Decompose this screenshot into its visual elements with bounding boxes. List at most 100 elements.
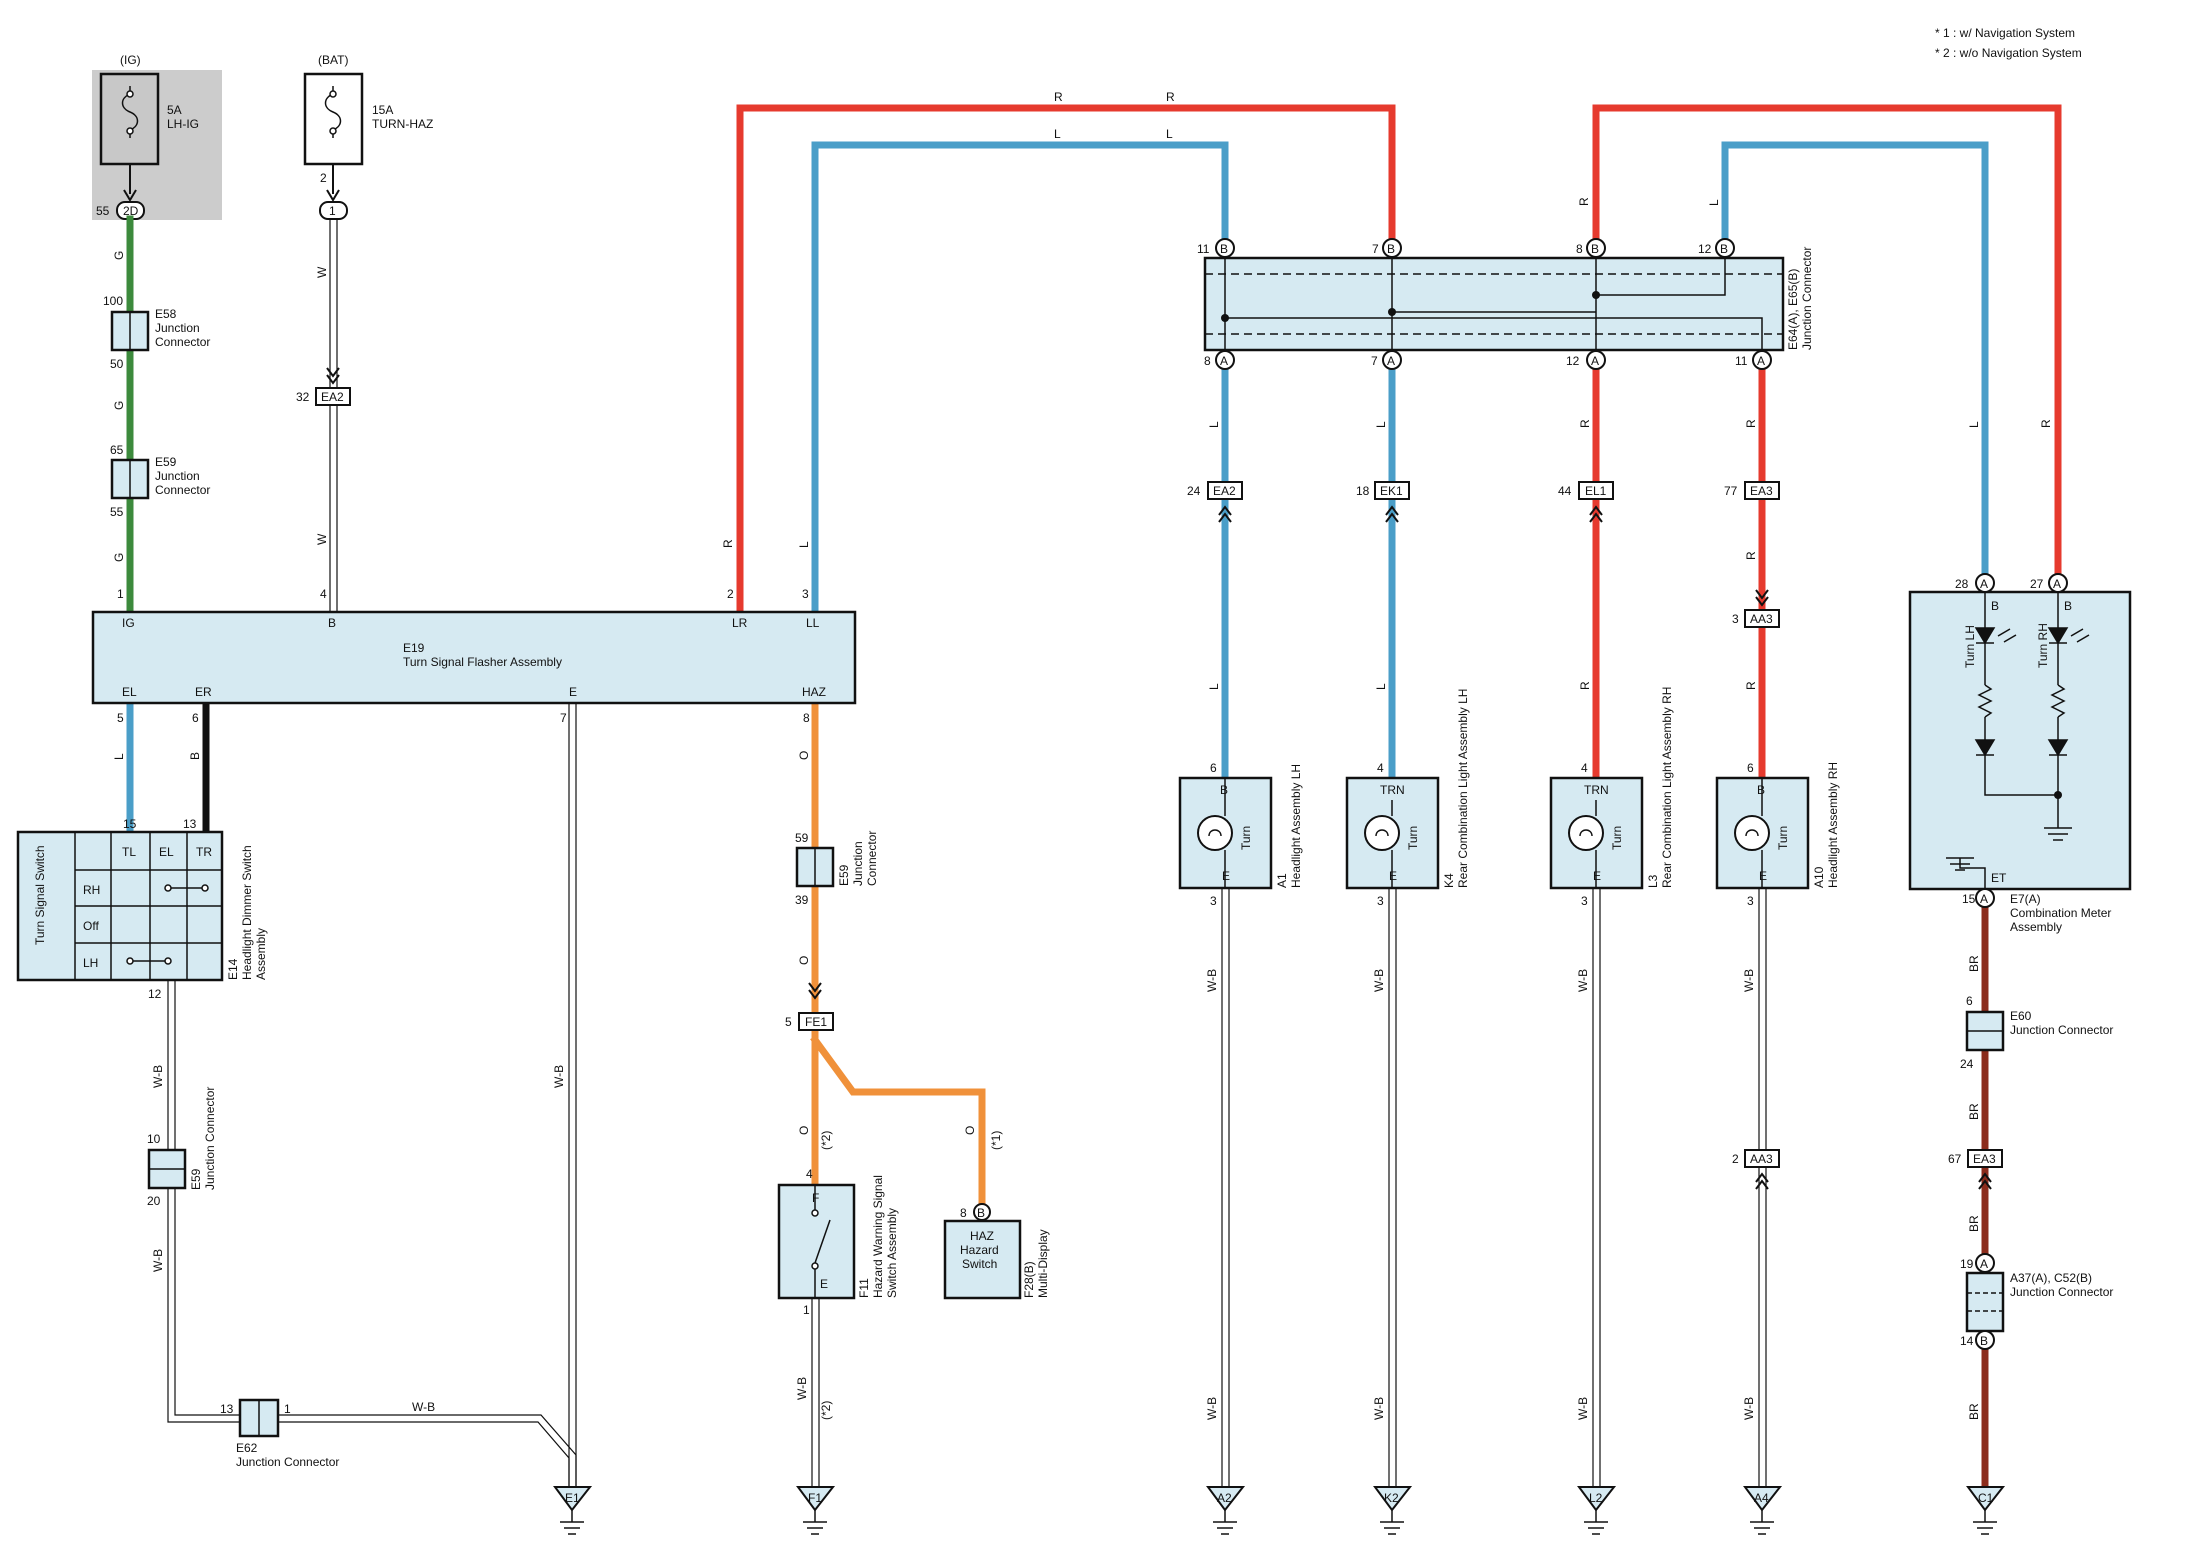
svg-text:HAZ: HAZ	[802, 685, 826, 699]
svg-text:Turn: Turn	[1776, 826, 1790, 850]
lamp-rear-combination-lh: TRN Turn E 4 3 K4 Rear Combination Light…	[1345, 689, 1470, 908]
svg-text:L: L	[1207, 421, 1221, 428]
connector-e59b: 59 39 E59 Junction Connector	[795, 831, 879, 907]
svg-text:B: B	[188, 752, 202, 760]
svg-text:TR: TR	[196, 845, 212, 859]
svg-text:Turn: Turn	[1239, 826, 1253, 850]
bat-fuse-pin: 2	[320, 171, 327, 185]
svg-text:A10: A10	[1812, 866, 1826, 888]
svg-text:4: 4	[1581, 761, 1588, 775]
svg-text:8: 8	[1204, 354, 1211, 368]
ig-fuse-conn-label: 2D	[123, 204, 139, 218]
svg-text:15: 15	[1962, 892, 1976, 906]
svg-text:L: L	[797, 541, 811, 548]
svg-text:Headlight Assembly RH: Headlight Assembly RH	[1826, 762, 1840, 888]
svg-text:A: A	[1387, 354, 1395, 368]
svg-text:B: B	[1387, 242, 1395, 256]
svg-text:W: W	[315, 266, 329, 278]
svg-text:E1: E1	[565, 1491, 580, 1505]
svg-text:A: A	[1980, 892, 1988, 906]
svg-text:39: 39	[795, 893, 809, 907]
svg-text:F28(B): F28(B)	[1022, 1261, 1036, 1298]
svg-text:15: 15	[123, 817, 137, 831]
lamp-headlight-lh: B Turn E 6 3 A1 Headlight Assembly LH	[1178, 761, 1303, 908]
connector-e60: 6 24 E60 Junction Connector	[1960, 994, 2113, 1071]
svg-text:A: A	[1220, 354, 1228, 368]
svg-text:6: 6	[1966, 994, 1973, 1008]
svg-text:4: 4	[1377, 761, 1384, 775]
svg-text:K2: K2	[1384, 1491, 1399, 1505]
ig-fuse-pin: 55	[96, 204, 110, 218]
svg-text:E7(A): E7(A)	[2010, 892, 2041, 906]
svg-text:Combination Meter: Combination Meter	[2010, 906, 2111, 920]
svg-text:3: 3	[1581, 894, 1588, 908]
ig-fuse-icon	[121, 86, 139, 138]
connector-e59a: 65 55 E59 Junction Connector	[110, 443, 210, 519]
note-1: * 1 : w/ Navigation System	[1935, 26, 2075, 40]
wire-w	[329, 219, 338, 612]
svg-text:BR: BR	[1967, 1103, 1981, 1120]
svg-text:A: A	[1980, 1257, 1988, 1271]
svg-text:TRN: TRN	[1584, 783, 1609, 797]
combination-meter: A 28 A 27 B B	[1908, 573, 2132, 934]
svg-text:R: R	[1577, 197, 1591, 206]
svg-text:A: A	[1591, 354, 1599, 368]
svg-text:13: 13	[220, 1402, 234, 1416]
svg-text:Hazard Warning Signal: Hazard Warning Signal	[871, 1175, 885, 1298]
svg-text:18: 18	[1356, 484, 1370, 498]
svg-text:1: 1	[284, 1402, 291, 1416]
svg-text:ER: ER	[195, 685, 212, 699]
bat-supply-label: (BAT)	[318, 53, 348, 67]
ground-l2: L2	[1577, 1486, 1617, 1535]
svg-text:8: 8	[1576, 242, 1583, 256]
svg-text:O: O	[797, 956, 811, 965]
svg-text:O: O	[797, 751, 811, 760]
svg-text:7: 7	[1371, 354, 1378, 368]
svg-text:77: 77	[1724, 484, 1738, 498]
svg-text:W-B: W-B	[151, 1065, 165, 1088]
svg-text:7: 7	[560, 711, 567, 725]
svg-text:Turn Signal Switch: Turn Signal Switch	[33, 845, 47, 945]
connector-ea2-a1: EA2 24	[1187, 481, 1243, 523]
svg-text:12: 12	[1566, 354, 1580, 368]
svg-text:W-B: W-B	[1205, 969, 1219, 992]
svg-text:(*2): (*2)	[819, 1131, 833, 1150]
connector-e58: 100 50 E58 Junction Connector	[103, 294, 210, 371]
svg-text:E60: E60	[2010, 1009, 2032, 1023]
svg-text:Headlight Dimmer Switch: Headlight Dimmer Switch	[240, 845, 254, 980]
ground-k2: K2	[1373, 1486, 1413, 1535]
svg-text:EA3: EA3	[1973, 1152, 1996, 1166]
connector-ea2-left: EA2 32	[296, 387, 351, 406]
svg-text:W: W	[315, 533, 329, 545]
svg-text:Turn RH: Turn RH	[2036, 623, 2050, 668]
wire-r-meter	[1592, 104, 2062, 587]
svg-text:EL: EL	[122, 685, 137, 699]
svg-text:C1: C1	[1978, 1491, 1994, 1505]
svg-text:2: 2	[1732, 1152, 1739, 1166]
svg-text:TRN: TRN	[1380, 783, 1405, 797]
svg-text:A1: A1	[1275, 873, 1289, 888]
svg-text:E14: E14	[226, 958, 240, 980]
ground-e1: E1	[553, 1486, 593, 1535]
svg-text:A: A	[1757, 354, 1765, 368]
svg-text:W-B: W-B	[1576, 1397, 1590, 1420]
svg-text:(*2): (*2)	[819, 1401, 833, 1420]
ig-fuse-rating: 5A	[167, 103, 182, 117]
svg-text:B: B	[2064, 599, 2072, 613]
hazard-warning-switch: F E 4 1 F11 Hazard Warning Signal Switch…	[777, 1131, 899, 1420]
bat-fuse-conn-label: 1	[329, 204, 336, 218]
svg-text:LL: LL	[806, 616, 820, 630]
svg-text:E: E	[820, 1277, 828, 1291]
svg-text:2: 2	[727, 587, 734, 601]
svg-text:B: B	[1220, 783, 1228, 797]
svg-text:L: L	[1707, 199, 1721, 206]
svg-text:14: 14	[1960, 1334, 1974, 1348]
svg-text:E64(A), E65(B): E64(A), E65(B)	[1786, 269, 1800, 350]
svg-text:R: R	[1744, 551, 1758, 560]
svg-text:Junction: Junction	[155, 321, 200, 335]
svg-text:BR: BR	[1967, 1215, 1981, 1232]
svg-text:B: B	[328, 616, 336, 630]
svg-text:Connector: Connector	[155, 483, 210, 497]
svg-text:12: 12	[1698, 242, 1712, 256]
